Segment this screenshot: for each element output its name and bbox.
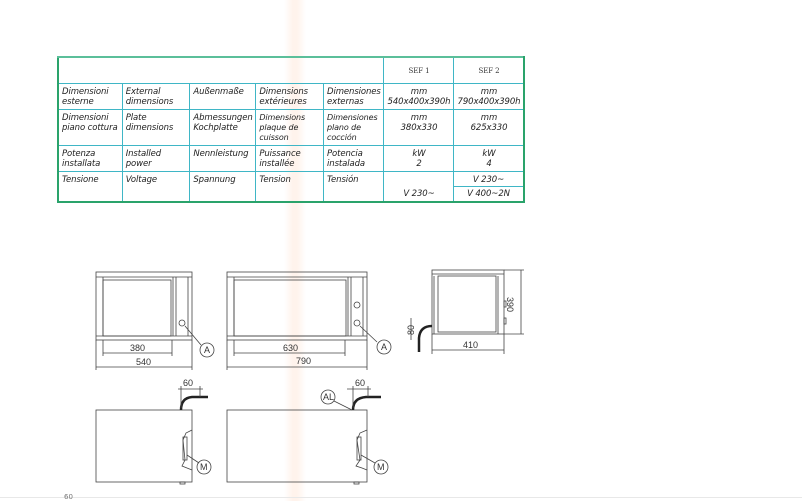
- svg-text:390: 390: [505, 297, 515, 312]
- svg-text:M: M: [200, 462, 208, 472]
- svg-text:A: A: [381, 342, 387, 352]
- label-es: Tensión: [323, 171, 384, 203]
- label-fr: Tension: [255, 171, 325, 203]
- svg-text:60: 60: [183, 378, 193, 388]
- label-en: Plate dimensions: [121, 109, 191, 146]
- page-number: 60: [64, 493, 73, 501]
- svg-text:A: A: [204, 345, 210, 355]
- voltage-option-2: V 400~2N: [467, 189, 510, 199]
- header-blank-cell: [57, 56, 384, 84]
- label-fr: Puissance installée: [255, 145, 325, 172]
- label-it: Potenza installata: [57, 145, 123, 172]
- svg-text:410: 410: [463, 340, 478, 350]
- table-header-row: SEF 1 SEF 2: [57, 56, 525, 84]
- svg-text:80: 80: [406, 325, 416, 335]
- front-view-sef2: A 630 790: [226, 271, 392, 370]
- label-fr: Dimensions plaque de cuisson: [255, 109, 325, 146]
- specifications-table: SEF 1 SEF 2 Dimensioni esterne External …: [57, 56, 525, 203]
- svg-text:630: 630: [283, 343, 298, 353]
- table-row-voltage: Tensione Voltage Spannung Tension Tensió…: [57, 171, 525, 203]
- label-it: Tensione: [57, 171, 123, 203]
- label-de: Abmessungen Kochplatte: [189, 109, 257, 146]
- value-sef2: V 230~ V 400~2N: [452, 171, 525, 203]
- table-row-external-dimensions: Dimensioni esterne External dimensions A…: [57, 83, 525, 110]
- svg-text:540: 540: [136, 357, 151, 367]
- label-en: Voltage: [121, 171, 191, 203]
- top-view-sef2: 60 AL M: [226, 378, 389, 485]
- voltage-option-1: V 230~: [453, 172, 523, 187]
- label-de: Nennleistung: [189, 145, 257, 172]
- value-sef1: V 230~: [383, 171, 454, 203]
- label-es: Potencia instalada: [323, 145, 384, 172]
- side-view: 80 410 390: [406, 269, 524, 354]
- svg-text:AL: AL: [323, 392, 334, 402]
- svg-text:60: 60: [355, 378, 365, 388]
- label-en: Installed power: [121, 145, 191, 172]
- top-view-sef1: 60 M: [95, 378, 212, 485]
- svg-text:790: 790: [296, 356, 311, 366]
- model-header-sef1: SEF 1: [383, 56, 454, 84]
- page-bottom-rule: [0, 497, 802, 498]
- label-de: Außenmaße: [189, 83, 257, 110]
- table-row-installed-power: Potenza installata Installed power Nennl…: [57, 145, 525, 172]
- front-view-sef1: A 380 540: [95, 271, 215, 370]
- svg-text:380: 380: [130, 343, 145, 353]
- svg-text:M: M: [377, 462, 385, 472]
- label-de: Spannung: [189, 171, 257, 203]
- label-en: External dimensions: [121, 83, 191, 110]
- label-es: Dimensiones externas: [323, 83, 384, 110]
- table-row-plate-dimensions: Dimensioni piano cottura Plate dimension…: [57, 109, 525, 146]
